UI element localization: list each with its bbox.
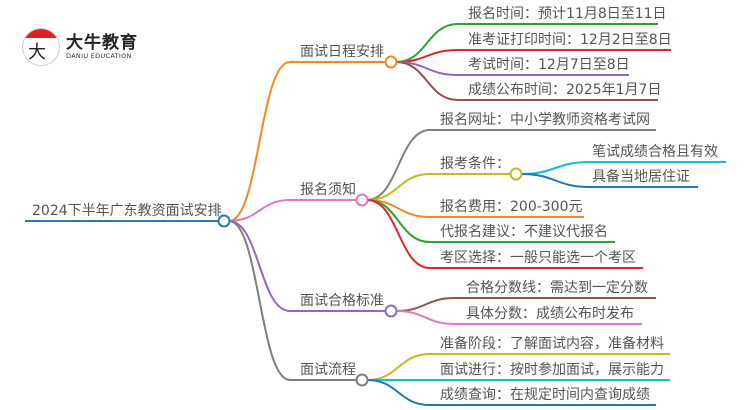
- leaf-label: 准备阶段：了解面试内容，准备材料: [440, 335, 664, 352]
- logo: 大牛 大牛教育 DANIU EDUCATION: [22, 28, 138, 66]
- collapse-node-icon: [355, 193, 369, 207]
- branch-connector: [228, 220, 291, 312]
- branch-connector: [228, 61, 291, 222]
- root-label: 2024下半年广东教资面试安排: [32, 203, 222, 219]
- leaf-label: 考区选择：一般只能选一个考区: [440, 250, 636, 266]
- branch-label: 面试合格标准: [300, 293, 384, 309]
- leaf-connector: [366, 353, 431, 381]
- collapse-node-icon: [384, 304, 398, 318]
- leaf-label: 成绩公布时间：2025年1月7日: [468, 82, 661, 98]
- leaf-connector: [366, 379, 431, 406]
- leaf-connector: [395, 297, 456, 312]
- collapse-node-icon: [509, 167, 523, 181]
- branch-connector: [228, 199, 291, 222]
- branch-connector: [228, 220, 291, 381]
- logo-mark-icon: 大牛: [22, 28, 60, 66]
- branch-label: 面试日程安排: [300, 44, 384, 60]
- branch-label: 报名须知: [300, 181, 356, 198]
- logo-name: 大牛教育: [66, 33, 138, 53]
- subleaf-connector: [520, 173, 591, 188]
- logo-mark-text: 大牛: [28, 42, 46, 63]
- leaf-label: 合格分数线：需达到一定分数: [466, 280, 648, 296]
- leaf-label: 报名时间：预计11月8日至11日: [468, 6, 667, 22]
- collapse-node-icon: [384, 55, 398, 69]
- leaf-label: 具体分数：成绩公布时发布: [466, 306, 634, 322]
- leaf-connector: [366, 129, 431, 201]
- leaf-label: 代报名建议：不建议代报名: [440, 224, 608, 240]
- leaf-connector: [395, 310, 456, 325]
- subleaf-connector: [520, 161, 591, 175]
- leaf-label: 考试时间：12月7日至8日: [468, 57, 630, 73]
- leaf-connector: [366, 199, 431, 269]
- leaf-connector: [366, 173, 431, 201]
- root-node-icon: [217, 214, 231, 228]
- leaf-label: 报考条件：: [440, 155, 510, 172]
- leaf-label: 准考证打印时间：12月2日至8日: [468, 31, 672, 48]
- subleaf-label: 笔试成绩合格且有效: [592, 144, 718, 160]
- leaf-label: 成绩查询：在规定时间内查询成绩: [440, 387, 650, 403]
- leaf-label: 面试进行：按时参加面试，展示能力: [440, 361, 664, 378]
- branch-label: 面试流程: [300, 362, 356, 378]
- collapse-node-icon: [355, 373, 369, 387]
- logo-subtitle: DANIU EDUCATION: [66, 52, 132, 60]
- subleaf-label: 具备当地居住证: [592, 168, 690, 185]
- leaf-label: 报名费用：200-300元: [440, 199, 583, 215]
- leaf-connector: [395, 61, 459, 101]
- leaf-label: 报名网址：中小学教师资格考试网: [440, 112, 650, 128]
